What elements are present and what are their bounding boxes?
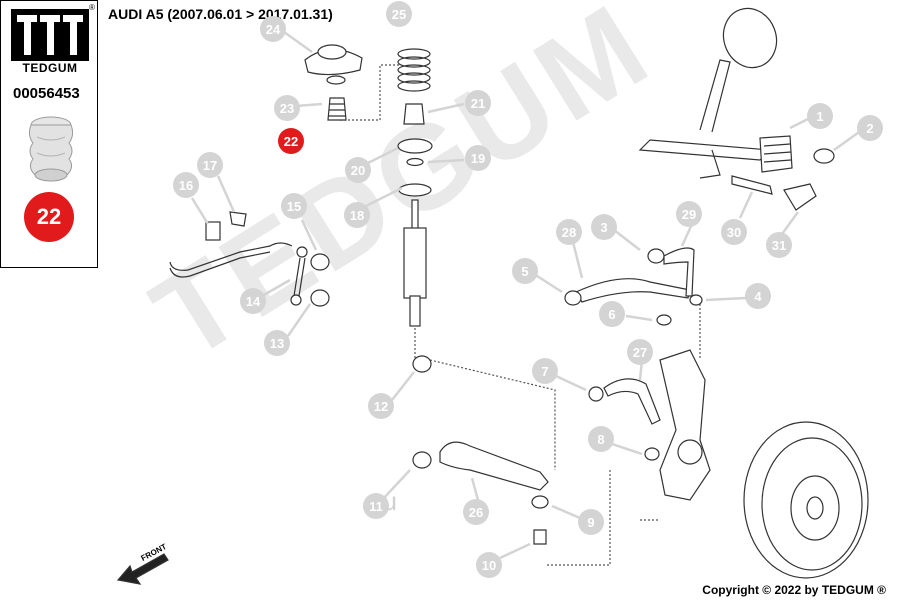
clamp [229, 211, 247, 227]
part-badge[interactable]: 22 [24, 192, 74, 242]
bump-stop-image [28, 116, 74, 182]
part-number: 00056453 [13, 85, 80, 102]
balljoint-10 [533, 529, 547, 545]
wheel [743, 421, 869, 579]
callout-31[interactable]: 31 [766, 232, 792, 258]
callout-4[interactable]: 4 [745, 283, 771, 309]
arm-27 [603, 378, 661, 425]
steering-rack [638, 7, 778, 179]
balljoint-9 [531, 495, 549, 509]
callout-14[interactable]: 14 [240, 288, 266, 314]
brand-name: TEDGUM [22, 61, 78, 75]
balljoint-8 [644, 447, 660, 461]
bushing-13 [310, 289, 330, 307]
balljoint-4 [689, 294, 703, 306]
top-mount [304, 44, 363, 85]
bushing-11 [412, 451, 432, 469]
spring-seat [397, 138, 433, 154]
callout-18[interactable]: 18 [344, 202, 370, 228]
tedgum-logo [11, 9, 89, 61]
callout-1[interactable]: 1 [807, 103, 833, 129]
tie-rod-end [783, 183, 817, 211]
balljoint-6 [656, 314, 672, 326]
upper-arm [575, 278, 691, 303]
bearing [406, 157, 424, 167]
callout-26[interactable]: 26 [463, 499, 489, 525]
tie-rod [731, 175, 773, 195]
callout-19[interactable]: 19 [465, 145, 491, 171]
callout-23[interactable]: 23 [274, 95, 300, 121]
bushing-7 [588, 386, 604, 402]
bushing-5 [564, 290, 582, 306]
washer [398, 183, 432, 197]
guide-lines [340, 64, 701, 566]
stabilizer-bar [169, 221, 293, 278]
bushing-12 [412, 355, 432, 373]
callout-17[interactable]: 17 [197, 152, 223, 178]
steering-boot [759, 135, 793, 173]
front-arrow [116, 553, 169, 585]
callout-20[interactable]: 20 [345, 157, 371, 183]
callout-30[interactable]: 30 [721, 219, 747, 245]
callout-25[interactable]: 25 [386, 1, 412, 27]
callout-29[interactable]: 29 [676, 201, 702, 227]
stabilizer-link [290, 246, 308, 306]
callout-9[interactable]: 9 [578, 509, 604, 535]
bump-stop [327, 97, 347, 121]
callout-27[interactable]: 27 [627, 339, 653, 365]
dust-cap [403, 103, 425, 125]
dust-cover-2 [813, 148, 835, 164]
callout-8[interactable]: 8 [588, 426, 614, 452]
callout-3[interactable]: 3 [591, 214, 617, 240]
callout-16[interactable]: 16 [173, 172, 199, 198]
callout-12[interactable]: 12 [368, 393, 394, 419]
callout-10[interactable]: 10 [476, 552, 502, 578]
shock-absorber [403, 199, 427, 327]
copyright: Copyright © 2022 by TEDGUM ® [702, 583, 886, 597]
callout-2[interactable]: 2 [857, 115, 883, 141]
callout-6[interactable]: 6 [599, 301, 625, 327]
callout-24[interactable]: 24 [260, 16, 286, 42]
leader-arrows [190, 30, 863, 560]
registered-mark: ® [89, 3, 95, 12]
callout-5[interactable]: 5 [512, 258, 538, 284]
steering-knuckle [659, 349, 711, 501]
arm-29 [663, 247, 695, 297]
lower-arm [439, 441, 549, 491]
bushing-3 [647, 248, 665, 264]
callout-28[interactable]: 28 [556, 219, 582, 245]
callout-21[interactable]: 21 [465, 90, 491, 116]
sidebar: ® TEDGUM 00056453 22 [0, 0, 98, 268]
callout-15[interactable]: 15 [281, 193, 307, 219]
bushing-15 [310, 253, 330, 271]
callout-7[interactable]: 7 [532, 358, 558, 384]
callout-13[interactable]: 13 [264, 330, 290, 356]
coil-spring [397, 48, 431, 92]
callout-11[interactable]: 11 [363, 493, 389, 519]
callout-22[interactable]: 22 [278, 128, 304, 154]
